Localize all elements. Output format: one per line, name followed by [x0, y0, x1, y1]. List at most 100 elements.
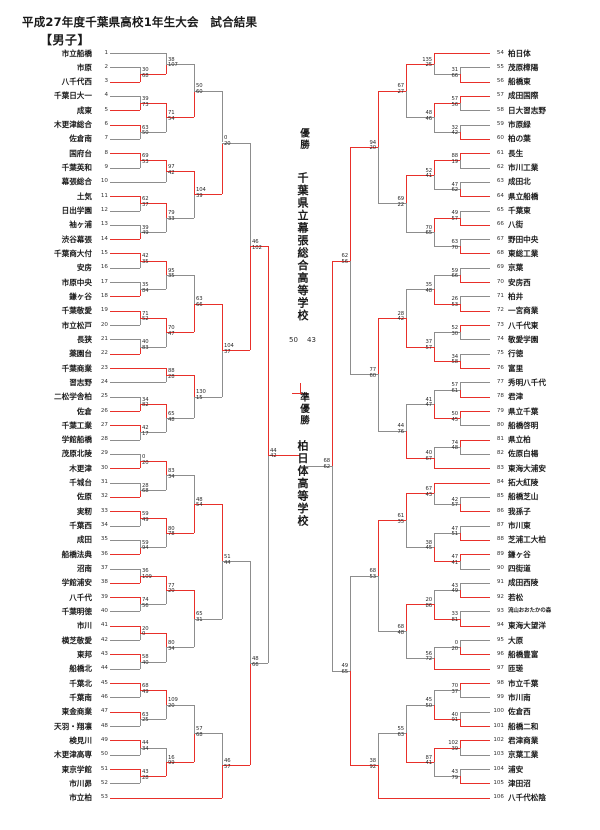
team-row[interactable]: 行徳75	[490, 348, 600, 359]
team-row[interactable]: 横芝敬愛42	[0, 635, 110, 646]
team-row[interactable]: 芝浦工大柏88	[490, 534, 600, 545]
team-row[interactable]: 習志野24	[0, 377, 110, 388]
team-row[interactable]: 市立船橋1	[0, 48, 110, 59]
team-row[interactable]: 秀明八千代77	[490, 377, 600, 388]
team-row[interactable]: 鎌ヶ谷89	[490, 549, 600, 560]
team-row[interactable]: 安房16	[0, 262, 110, 273]
team-row[interactable]: 船橋啓明80	[490, 420, 600, 431]
team-row[interactable]: 柏井71	[490, 291, 600, 302]
team-row[interactable]: 千葉工業27	[0, 420, 110, 431]
team-row[interactable]: 薬園台22	[0, 348, 110, 359]
team-row[interactable]: 浦安104	[490, 764, 600, 775]
team-row[interactable]: 検見川49	[0, 735, 110, 746]
team-row[interactable]: 敬愛学園74	[490, 334, 600, 345]
team-row[interactable]: 県立柏81	[490, 434, 600, 445]
team-row[interactable]: 流山おおたかの森93	[490, 606, 600, 617]
team-row[interactable]: 八千代西3	[0, 76, 110, 87]
team-row[interactable]: 君津商業102	[490, 735, 600, 746]
team-row[interactable]: 東京学館51	[0, 764, 110, 775]
team-row[interactable]: 船橋法典36	[0, 549, 110, 560]
team-row[interactable]: 東総工業68	[490, 248, 600, 259]
team-row[interactable]: 野田中央67	[490, 234, 600, 245]
team-row[interactable]: 市川南99	[490, 692, 600, 703]
team-row[interactable]: 袖ヶ浦13	[0, 219, 110, 230]
team-row[interactable]: 長生61	[490, 148, 600, 159]
team-row[interactable]: 安房西70	[490, 277, 600, 288]
team-row[interactable]: 千葉明徳40	[0, 606, 110, 617]
team-row[interactable]: 千城台31	[0, 477, 110, 488]
team-row[interactable]: 東海大望洋94	[490, 620, 600, 631]
team-row[interactable]: 我孫子86	[490, 506, 600, 517]
team-row[interactable]: 市川東87	[490, 520, 600, 531]
team-row[interactable]: 成田西陵91	[490, 577, 600, 588]
team-row[interactable]: 船橋東56	[490, 76, 600, 87]
team-row[interactable]: 船橋二和101	[490, 721, 600, 732]
team-row[interactable]: 市原2	[0, 62, 110, 73]
team-row[interactable]: 東海大浦安83	[490, 463, 600, 474]
team-row[interactable]: 船橋北44	[0, 663, 110, 674]
team-row[interactable]: 実籾33	[0, 506, 110, 517]
team-row[interactable]: 柏の葉60	[490, 133, 600, 144]
team-row[interactable]: 学館浦安38	[0, 577, 110, 588]
team-row[interactable]: 成田35	[0, 534, 110, 545]
team-row[interactable]: 四街道90	[490, 563, 600, 574]
team-row[interactable]: 船橋芝山85	[490, 491, 600, 502]
team-row[interactable]: 市原緑59	[490, 119, 600, 130]
team-row[interactable]: 八千代東73	[490, 320, 600, 331]
team-row[interactable]: 茂原樟陽55	[490, 62, 600, 73]
team-row[interactable]: 京葉69	[490, 262, 600, 273]
team-row[interactable]: 茂原北陵29	[0, 448, 110, 459]
team-row[interactable]: 長狭21	[0, 334, 110, 345]
team-row[interactable]: 土気11	[0, 191, 110, 202]
team-row[interactable]: 千葉日大一4	[0, 90, 110, 101]
team-row[interactable]: 柏日体54	[490, 48, 600, 59]
team-row[interactable]: 成東5	[0, 105, 110, 116]
team-row[interactable]: 富里76	[490, 363, 600, 374]
team-row[interactable]: 拓大紅陵84	[490, 477, 600, 488]
team-row[interactable]: 県立千葉79	[490, 406, 600, 417]
team-row[interactable]: 大原95	[490, 635, 600, 646]
team-row[interactable]: 成田北63	[490, 176, 600, 187]
team-row[interactable]: 国府台8	[0, 148, 110, 159]
team-row[interactable]: 千葉南46	[0, 692, 110, 703]
team-row[interactable]: 成田国際57	[490, 90, 600, 101]
team-row[interactable]: 佐倉26	[0, 406, 110, 417]
team-row[interactable]: 天羽・翔凛48	[0, 721, 110, 732]
team-row[interactable]: 京葉工業103	[490, 749, 600, 760]
team-row[interactable]: 二松学舎柏25	[0, 391, 110, 402]
team-row[interactable]: 東金商業47	[0, 706, 110, 717]
team-row[interactable]: 市川41	[0, 620, 110, 631]
team-row[interactable]: 千葉商業23	[0, 363, 110, 374]
team-row[interactable]: 千葉英和9	[0, 162, 110, 173]
team-row[interactable]: 匝瑳97	[490, 663, 600, 674]
team-row[interactable]: 若松92	[490, 592, 600, 603]
team-row[interactable]: 日出学園12	[0, 205, 110, 216]
team-row[interactable]: 佐原32	[0, 491, 110, 502]
team-row[interactable]: 市川工業62	[490, 162, 600, 173]
team-row[interactable]: 八街66	[490, 219, 600, 230]
team-row[interactable]: 市原中央17	[0, 277, 110, 288]
team-row[interactable]: 市立千葉98	[490, 678, 600, 689]
team-row[interactable]: 君津78	[490, 391, 600, 402]
team-row[interactable]: 千葉北45	[0, 678, 110, 689]
team-row[interactable]: 木更津総合6	[0, 119, 110, 130]
team-row[interactable]: 千葉敬愛19	[0, 305, 110, 316]
team-row[interactable]: 八千代39	[0, 592, 110, 603]
team-row[interactable]: 東邦43	[0, 649, 110, 660]
team-row[interactable]: 学館船橋28	[0, 434, 110, 445]
team-row[interactable]: 市立柏53	[0, 792, 110, 803]
team-row[interactable]: 沼南37	[0, 563, 110, 574]
team-row[interactable]: 県立船橋64	[490, 191, 600, 202]
team-row[interactable]: 津田沼105	[490, 778, 600, 789]
team-row[interactable]: 渋谷幕張14	[0, 234, 110, 245]
team-row[interactable]: 千葉東65	[490, 205, 600, 216]
team-row[interactable]: 幕張総合10	[0, 176, 110, 187]
team-row[interactable]: 一宮商業72	[490, 305, 600, 316]
team-row[interactable]: 八千代松陰106	[490, 792, 600, 803]
team-row[interactable]: 佐原白楊82	[490, 448, 600, 459]
team-row[interactable]: 木更津高専50	[0, 749, 110, 760]
team-row[interactable]: 鎌ヶ谷18	[0, 291, 110, 302]
team-row[interactable]: 千葉西34	[0, 520, 110, 531]
team-row[interactable]: 船橋豊富96	[490, 649, 600, 660]
team-row[interactable]: 市立松戸20	[0, 320, 110, 331]
